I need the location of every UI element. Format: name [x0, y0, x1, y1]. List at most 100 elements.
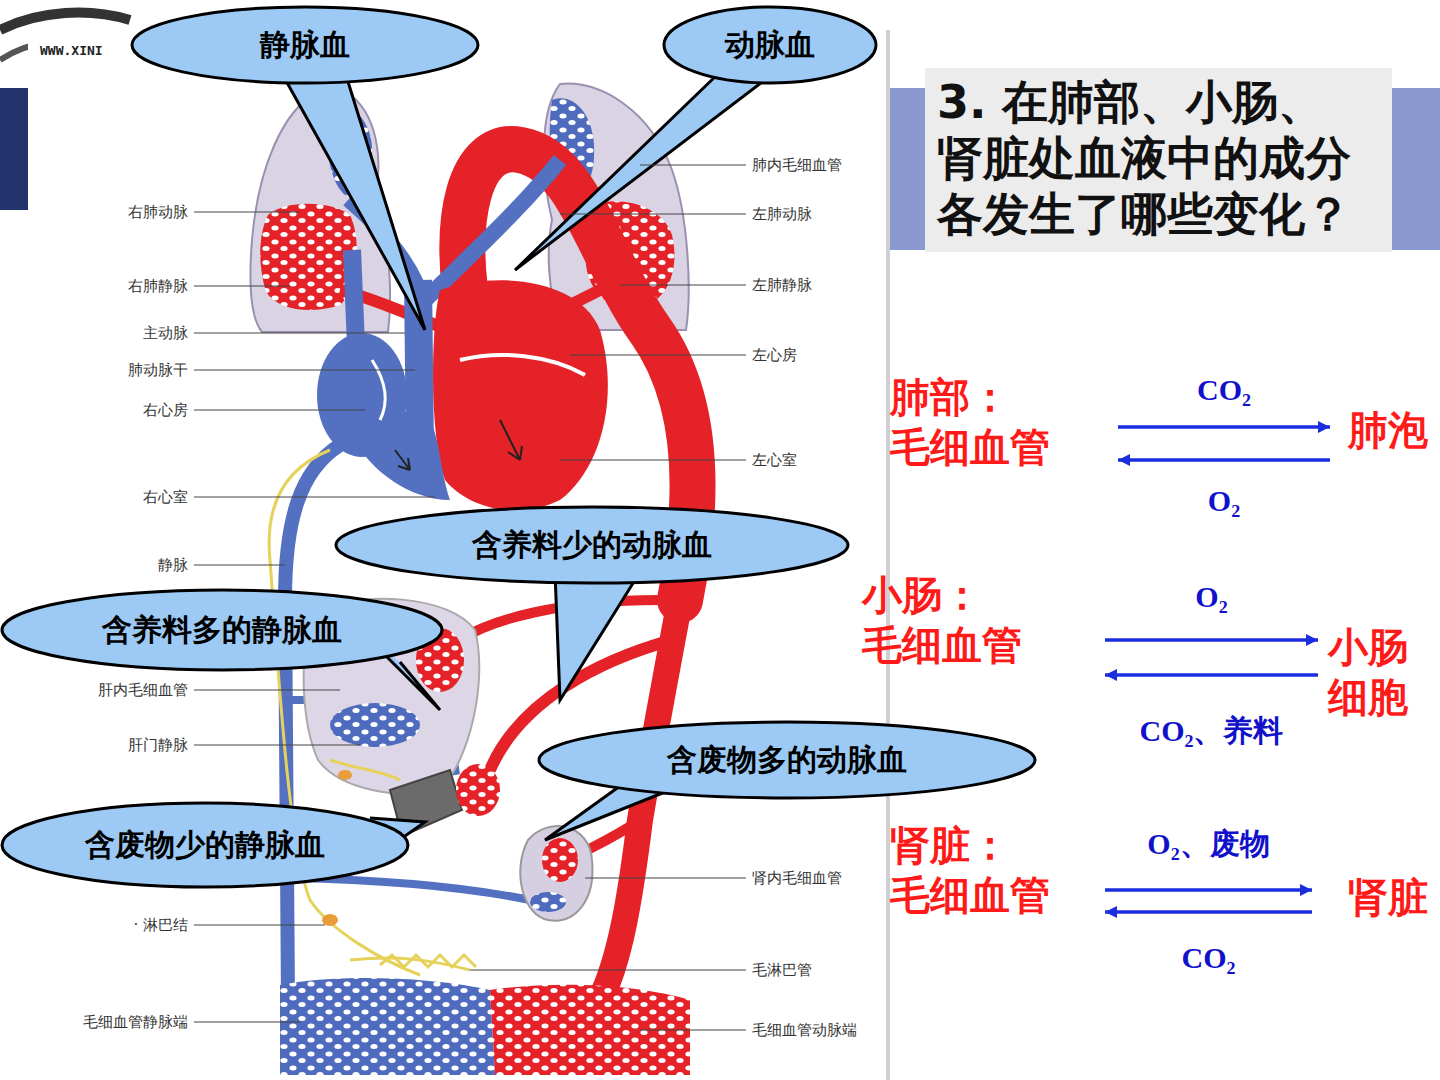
illustration-part — [330, 760, 400, 780]
illustration-part — [456, 764, 500, 816]
part-label: 肝内毛细血管 — [98, 683, 188, 698]
part-label: 右肺静脉 — [128, 279, 188, 294]
exchange-arrow — [1105, 910, 1312, 914]
text-node: 小肠：毛细血管 — [862, 570, 1105, 670]
substance-label: CO₂、养料 — [1136, 714, 1288, 747]
part-label: 主动脉 — [143, 326, 188, 341]
part-label: 毛细血管动脉端 — [752, 1023, 857, 1038]
bubble-ellipse — [2, 590, 442, 670]
illustration-part — [372, 360, 385, 420]
substance-label: O₂ — [1191, 580, 1231, 613]
node-text: 小肠 细胞 — [1328, 622, 1424, 722]
callout-bubble: 含废物少的静脉血 — [0, 801, 410, 889]
part-label: 右心房 — [143, 403, 188, 418]
exchange-arrow — [1118, 458, 1330, 462]
slide-background — [0, 13, 1440, 1080]
leader-line — [194, 410, 365, 411]
leader-line — [194, 925, 325, 926]
text-node: 肺部：毛细血管 — [890, 372, 1118, 472]
body-capillaries — [280, 978, 690, 1075]
leader-line — [560, 214, 746, 215]
illustration-part — [338, 770, 352, 780]
leader-line — [470, 970, 746, 971]
callout-text: 含养料少的动脉血 — [472, 527, 712, 563]
callout-text: 静脉血 — [260, 27, 350, 63]
callout-text: 含废物少的静脉血 — [85, 827, 325, 863]
leader-line — [194, 497, 435, 498]
node-text: 毛细血管 — [862, 620, 1105, 670]
leader-line — [194, 1022, 300, 1023]
part-label: 右肺动脉 — [128, 205, 188, 220]
illustration-part — [886, 30, 890, 1080]
leader-line — [194, 565, 285, 566]
callout-text: 含养料多的静脉血 — [102, 612, 342, 648]
part-label: 左心房 — [752, 348, 797, 363]
callout-bubble: 静脉血 — [130, 5, 480, 85]
bubble-ellipse — [132, 7, 478, 83]
text-node: 肾脏：毛细血管 — [890, 820, 1105, 920]
illustration-part — [380, 955, 476, 967]
callout-bubble: 含养料多的静脉血 — [0, 588, 444, 672]
part-label: 左心室 — [752, 453, 797, 468]
watermark: WWW.XINI — [40, 44, 103, 57]
text-node: 肾脏 — [1312, 872, 1430, 932]
substance-label: O₂、废物 — [1143, 827, 1273, 860]
illustration-part — [322, 914, 338, 926]
leader-line — [194, 745, 360, 746]
callout-bubble: 动脉血 — [662, 5, 878, 85]
illustration-part — [555, 572, 640, 700]
part-label: 肾内毛细血管 — [752, 871, 842, 886]
part-label: 肺内毛细血管 — [752, 158, 842, 173]
illustration-part — [460, 355, 585, 375]
part-label: 左肺静脉 — [752, 278, 812, 293]
section-heading: 肾脏： — [890, 820, 1105, 870]
illustration-part — [530, 892, 566, 912]
part-label: 肝门静脉 — [128, 738, 188, 753]
illustration-part — [425, 160, 560, 300]
illustration-part — [542, 838, 578, 882]
illustration-part — [0, 13, 130, 30]
leader-line — [585, 878, 746, 879]
question-title: 3. 在肺部、小肠、肾脏处血液中的成分各发生了哪些变化？ — [925, 68, 1392, 252]
leader-line — [640, 165, 746, 166]
node-text: 肺泡 — [1348, 405, 1430, 455]
bubble-ellipse — [539, 722, 1035, 798]
illustration-part — [28, 30, 888, 1080]
heart — [317, 280, 608, 510]
leader-line — [560, 460, 746, 461]
part-label: 左肺动脉 — [752, 207, 812, 222]
exchange-arrow — [1118, 425, 1330, 429]
text-node: 小肠 细胞 — [1318, 622, 1424, 722]
part-label: 右心室 — [143, 490, 188, 505]
illustration-part — [515, 72, 770, 270]
part-label: 静脉 — [158, 558, 188, 573]
part-label: 毛细血管静脉端 — [83, 1015, 188, 1030]
leader-line — [194, 212, 300, 213]
leader-line — [620, 285, 746, 286]
callout-text: 含废物多的动脉血 — [667, 742, 907, 778]
leader-line — [640, 1030, 746, 1031]
callout-bubble: 含废物多的动脉血 — [537, 720, 1037, 800]
node-text: 毛细血管 — [890, 870, 1105, 920]
node-text: 肾脏 — [1348, 872, 1430, 922]
section-heading: 肺部： — [890, 372, 1118, 422]
illustration-part — [280, 70, 425, 330]
illustration-part — [500, 420, 522, 460]
leader-line — [194, 286, 290, 287]
illustration-part — [290, 878, 530, 900]
substance-label: CO₂ — [1193, 373, 1255, 406]
leader-line — [194, 333, 405, 334]
leader-line — [194, 690, 340, 691]
illustration-part — [355, 410, 450, 500]
exchange-arrow — [1105, 673, 1318, 677]
callout-bubble: 含养料少的动脉血 — [334, 505, 850, 585]
illustration-part — [520, 826, 592, 921]
illustration-part — [352, 250, 356, 345]
leader-line — [570, 355, 746, 356]
bubble-ellipse — [2, 803, 408, 887]
bubble-ellipse — [664, 7, 876, 83]
part-label: 毛淋巴管 — [752, 963, 812, 978]
section-heading: 小肠： — [862, 570, 1105, 620]
illustration-part — [395, 450, 410, 470]
substance-label: CO₂ — [1178, 941, 1240, 974]
